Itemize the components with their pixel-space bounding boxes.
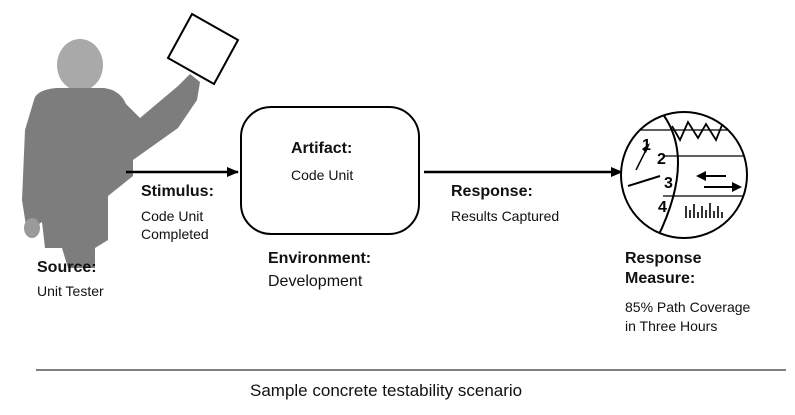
artifact-title: Artifact:: [291, 140, 353, 157]
response-measure-value-line2: in Three Hours: [625, 318, 718, 334]
response-measure-title-line1: Response: [625, 250, 702, 267]
response-measure-title-line2: Measure:: [625, 270, 696, 287]
response-title: Response:: [451, 183, 533, 200]
response-value: Results Captured: [451, 208, 560, 224]
environment-value: Development: [268, 273, 363, 290]
person-icon: [22, 39, 200, 268]
gauge-icon: 1 2 3 4: [620, 111, 748, 239]
document-icon: [166, 12, 240, 86]
environment-title: Environment:: [268, 250, 372, 267]
stimulus-title: Stimulus:: [141, 183, 214, 200]
source-title: Source:: [37, 259, 97, 276]
gauge-number-2: 2: [657, 151, 666, 168]
figure-caption: Sample concrete testability scenario: [250, 381, 523, 400]
gauge-number-1: 1: [642, 137, 651, 154]
artifact-value: Code Unit: [291, 167, 354, 183]
response-measure-value-line1: 85% Path Coverage: [625, 299, 751, 315]
gauge-number-4: 4: [658, 199, 667, 216]
stimulus-value-line2: Completed: [141, 226, 209, 242]
stimulus-value-line1: Code Unit: [141, 208, 204, 224]
gauge-number-3: 3: [664, 175, 673, 192]
artifact-box: [240, 106, 420, 235]
source-value: Unit Tester: [37, 283, 104, 299]
